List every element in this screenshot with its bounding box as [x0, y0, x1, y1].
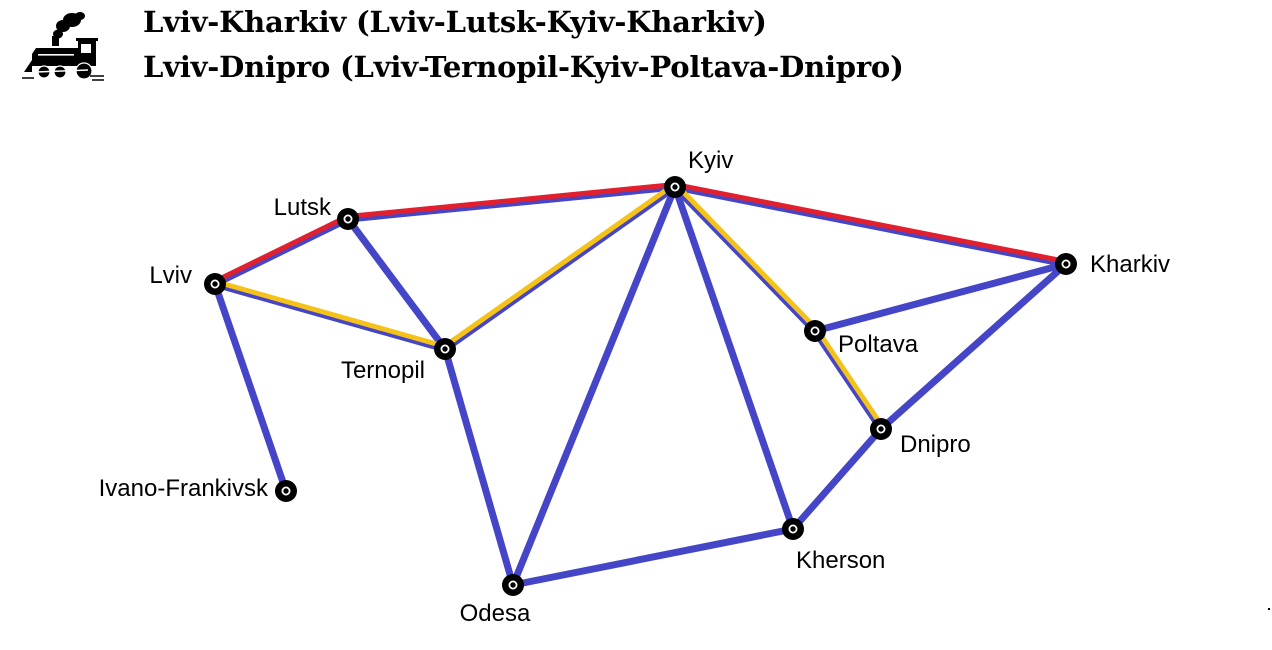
steam-locomotive-icon	[22, 12, 104, 81]
station-lviv	[204, 273, 226, 295]
city-label-dnipro: Dnipro	[900, 431, 971, 458]
station-kherson	[782, 518, 804, 540]
city-label-ivano-frankivsk: Ivano-Frankivsk	[99, 475, 269, 502]
station-marker-center	[1061, 259, 1071, 269]
station-marker-center	[210, 279, 220, 289]
route-title-lviv-kharkiv: Lviv-Kharkiv (Lviv-Lutsk-Kyiv-Kharkiv)	[143, 5, 767, 39]
corner-mark	[1268, 608, 1270, 610]
station-poltava	[804, 320, 826, 342]
connection-lviv-ivano-frankivsk	[211, 280, 290, 495]
route-lviv-dnipro-segment-lviv-ternopil	[213, 279, 449, 350]
station-dnipro	[870, 418, 892, 440]
route-lviv-dnipro-segment-kyiv-poltava	[674, 182, 820, 332]
connection-lutsk-ternopil	[344, 215, 449, 353]
city-label-poltava: Poltava	[838, 331, 919, 358]
station-marker-center	[788, 524, 798, 534]
station-lutsk	[337, 208, 359, 230]
route-title-lviv-dnipro: Lviv-Dnipro (Lviv-Ternopil-Kyiv-Poltava-…	[143, 50, 904, 84]
connection-ternopil-odesa	[441, 345, 517, 589]
city-label-odesa: Odesa	[460, 600, 531, 627]
station-marker-center	[440, 344, 450, 354]
station-marker-center	[508, 580, 518, 590]
route-lviv-dnipro-segment-ternopil-kyiv	[441, 182, 677, 350]
station-marker-center	[810, 326, 820, 336]
stations-layer	[204, 176, 1077, 596]
station-ivano-frankivsk	[275, 480, 297, 502]
station-marker-center	[343, 214, 353, 224]
city-label-kharkiv: Kharkiv	[1090, 251, 1170, 278]
connection-kyiv-kherson	[671, 183, 797, 533]
city-label-ternopil: Ternopil	[341, 357, 425, 384]
city-label-lutsk: Lutsk	[274, 194, 332, 221]
city-label-kherson: Kherson	[796, 547, 885, 574]
city-label-kyiv: Kyiv	[688, 147, 733, 174]
station-kyiv	[664, 176, 686, 198]
routes-layer	[211, 182, 1069, 431]
connection-kherson-odesa	[509, 525, 797, 589]
connection-kharkiv-dnipro	[877, 260, 1070, 433]
route-lviv-dnipro-segment-poltava-dnipro	[814, 327, 886, 431]
station-marker-center	[281, 486, 291, 496]
station-odesa	[502, 574, 524, 596]
station-marker-center	[670, 182, 680, 192]
route-lviv-kharkiv-segment-lutsk-kyiv	[345, 182, 678, 220]
station-kharkiv	[1055, 253, 1077, 275]
connections-layer	[211, 183, 1070, 589]
route-lviv-kharkiv-segment-lviv-lutsk	[211, 214, 350, 285]
connection-kyiv-odesa	[509, 183, 679, 589]
city-label-lviv: Lviv	[149, 262, 192, 289]
station-marker-center	[876, 424, 886, 434]
connection-poltava-kharkiv	[811, 260, 1070, 335]
header: Lviv-Kharkiv (Lviv-Lutsk-Kyiv-Kharkiv) L…	[0, 0, 1272, 100]
connection-dnipro-kherson	[789, 425, 885, 533]
station-ternopil	[434, 338, 456, 360]
route-lviv-kharkiv-segment-kyiv-kharkiv	[672, 182, 1069, 265]
